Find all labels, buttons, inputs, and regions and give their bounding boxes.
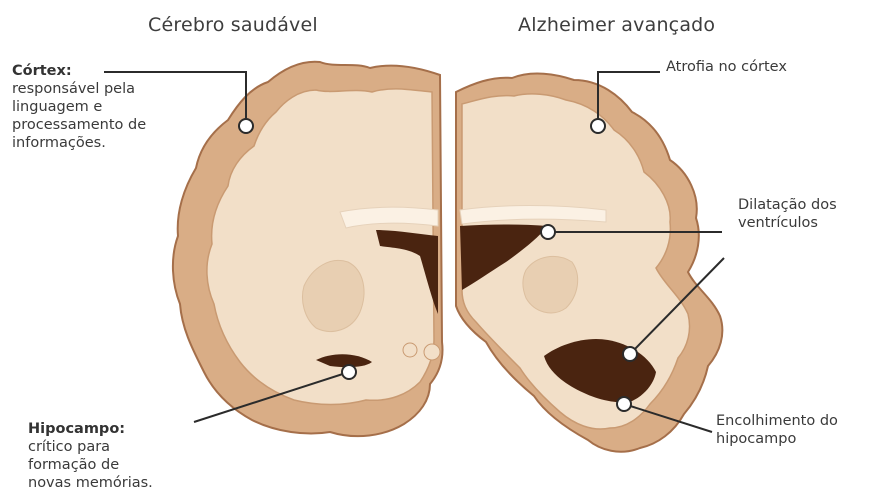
cortex-atrophy-label: Atrofia no córtex (666, 58, 787, 76)
cortex-marker (239, 119, 253, 133)
cortex-label-line: processamento de (12, 116, 146, 134)
alzheimer-brain (456, 74, 722, 452)
hippocampus-shrink-label: Encolhimento do hipocampo (716, 412, 838, 448)
alzheimer-basal-ganglia (523, 256, 578, 313)
hippocampus-label-title: Hipocampo: (28, 420, 153, 438)
alzheimer-brain-title: Alzheimer avançado (518, 14, 715, 36)
hippocampus-marker (342, 365, 356, 379)
hippocampus-label-line: crítico para (28, 438, 153, 456)
hippocampus-label-line: novas memórias. (28, 474, 153, 492)
hippocampus-shrink-label-line: hipocampo (716, 430, 838, 448)
cortex-label: Córtex: responsável pela linguagem e pro… (12, 62, 146, 152)
ventricles-label-line: ventrículos (738, 214, 837, 232)
hippocampus-shrink-label-line: Encolhimento do (716, 412, 838, 430)
hippocampus-label: Hipocampo: crítico para formação de nova… (28, 420, 153, 492)
ventricle-marker-2 (623, 347, 637, 361)
healthy-brain (173, 62, 443, 436)
hippocampus-label-line: formação de (28, 456, 153, 474)
cortex-label-line: responsável pela (12, 80, 146, 98)
cortex-label-line: informações. (12, 134, 146, 152)
ventricles-label-line: Dilatação dos (738, 196, 837, 214)
healthy-ventricle-bump-2 (403, 343, 417, 357)
ventricles-label: Dilatação dos ventrículos (738, 196, 837, 232)
ventricle-marker (541, 225, 555, 239)
cortex-label-line: linguagem e (12, 98, 146, 116)
cortex-label-title: Córtex: (12, 62, 146, 80)
healthy-brain-title: Cérebro saudável (148, 14, 318, 36)
hippocampus-shrink-marker (617, 397, 631, 411)
atrophy-marker (591, 119, 605, 133)
healthy-ventricle-bump (424, 344, 440, 360)
